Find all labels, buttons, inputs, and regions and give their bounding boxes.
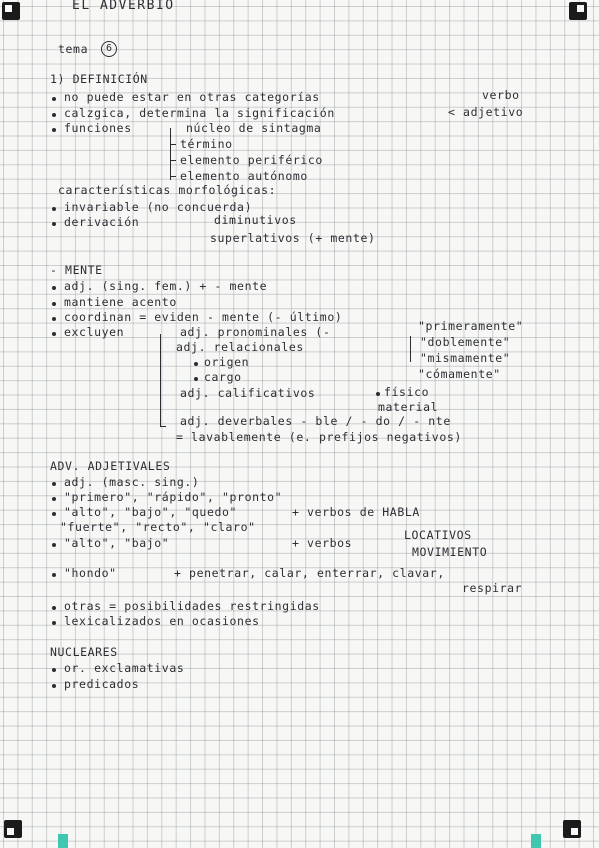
mente-line: excluyen xyxy=(64,325,125,339)
bullet xyxy=(52,684,56,688)
excluyen-item: adj. deverbales - ble / - do / - nte xyxy=(180,414,451,428)
bullet xyxy=(52,302,56,306)
mente-line: mantiene acento xyxy=(64,295,177,309)
excluyen-subitem: origen xyxy=(204,355,250,369)
mente-heading: - MENTE xyxy=(50,263,103,277)
definicion-heading: 1) DEFINICIÓN xyxy=(50,72,148,86)
adjetivales-line: "primero", "rápido", "pronto" xyxy=(64,490,283,504)
adjetivales-line: + verbos de HABLA xyxy=(292,505,420,519)
adjetivales-line: "alto", "bajo" xyxy=(64,536,170,550)
adjetivales-line: otras = posibilidades restringidas xyxy=(64,599,320,613)
adjetivales-line: "alto", "bajo", "quedo" xyxy=(64,505,238,519)
mente-example: "doblemente" xyxy=(420,335,511,349)
tema-label: tema xyxy=(58,42,89,56)
bracket-tick xyxy=(170,160,176,161)
arrow-line xyxy=(410,336,411,362)
definicion-line: invariable (no concuerda) xyxy=(64,200,253,214)
bullet xyxy=(52,332,56,336)
function-item: elemento autónomo xyxy=(180,169,308,183)
bullet xyxy=(52,497,56,501)
adjetivales-heading: ADV. ADJETIVALES xyxy=(50,459,171,473)
corner-mark-top-left xyxy=(2,2,20,20)
definicion-line: no puede estar en otras categorías xyxy=(64,90,320,104)
bullet xyxy=(52,317,56,321)
bullet xyxy=(194,377,198,381)
adjetivales-line: adj. (masc. sing.) xyxy=(64,475,200,489)
bullet xyxy=(52,128,56,132)
bullet xyxy=(194,362,198,366)
teal-tab-right xyxy=(531,834,541,848)
bullet xyxy=(52,97,56,101)
mente-line: adj. (sing. fem.) + - mente xyxy=(64,279,268,293)
corner-mark-bottom-left xyxy=(4,820,22,838)
derivacion-item: diminutivos xyxy=(214,213,297,227)
definicion-line: verbo xyxy=(482,88,520,102)
derivacion-item: superlativos (+ mente) xyxy=(210,231,376,245)
function-item: elemento periférico xyxy=(180,153,323,167)
nucleares-heading: NUCLEARES xyxy=(50,645,118,659)
nucleares-line: or. exclamativas xyxy=(64,661,185,675)
definicion-line: < adjetivo xyxy=(448,105,524,119)
function-item: núcleo de sintagma xyxy=(186,121,322,135)
bullet xyxy=(52,512,56,516)
mente-line: coordinan = eviden - mente (- último) xyxy=(64,310,343,324)
adjetivales-line: "fuerte", "recto", "claro" xyxy=(60,520,256,534)
bullet xyxy=(52,113,56,117)
adjetivales-line: LOCATIVOS xyxy=(404,528,472,542)
tema-number: 6 xyxy=(101,41,117,57)
mente-example: "cómamente" xyxy=(418,367,501,381)
definicion-line: funciones xyxy=(64,121,132,135)
adjetivales-line: MOVIMIENTO xyxy=(412,545,488,559)
mente-example: "primeramente" xyxy=(418,319,524,333)
excluyen-subitem: material xyxy=(378,400,439,414)
bullet xyxy=(52,573,56,577)
definicion-line: calzgica, determina la significación xyxy=(64,106,335,120)
definicion-line: derivación xyxy=(64,215,140,229)
adjetivales-line: + verbos xyxy=(292,536,353,550)
nucleares-line: predicados xyxy=(64,677,140,691)
definicion-line: características morfológicas: xyxy=(58,183,277,197)
bullet xyxy=(52,621,56,625)
excluyen-subitem: físico xyxy=(384,385,430,399)
excluyen-item: adj. relacionales xyxy=(176,340,304,354)
teal-tab-left xyxy=(58,834,68,848)
bullet xyxy=(376,392,380,396)
adjetivales-line: respirar xyxy=(462,581,523,595)
mente-example: "mismamente" xyxy=(420,351,511,365)
bullet xyxy=(52,543,56,547)
bracket xyxy=(160,334,161,426)
bullet xyxy=(52,668,56,672)
excluyen-item: = lavablemente (e. prefijos negativos) xyxy=(176,430,462,444)
page-title: EL ADVERBIO xyxy=(72,0,175,13)
adjetivales-line: + penetrar, calar, enterrar, clavar, xyxy=(174,566,445,580)
corner-mark-bottom-right xyxy=(563,820,581,838)
corner-mark-top-right xyxy=(569,2,587,20)
adjetivales-line: lexicalizados en ocasiones xyxy=(64,614,260,628)
excluyen-subitem: cargo xyxy=(204,370,242,384)
function-item: término xyxy=(180,137,233,151)
excluyen-item: adj. calificativos xyxy=(180,386,316,400)
bracket-tick xyxy=(170,176,176,177)
bullet xyxy=(52,606,56,610)
bracket-tick xyxy=(160,426,166,427)
bracket xyxy=(170,128,171,180)
bullet xyxy=(52,482,56,486)
bullet xyxy=(52,286,56,290)
bracket-tick xyxy=(170,144,176,145)
excluyen-item: adj. pronominales (- xyxy=(180,325,331,339)
bullet xyxy=(52,207,56,211)
bullet xyxy=(52,222,56,226)
adjetivales-line: "hondo" xyxy=(64,566,117,580)
